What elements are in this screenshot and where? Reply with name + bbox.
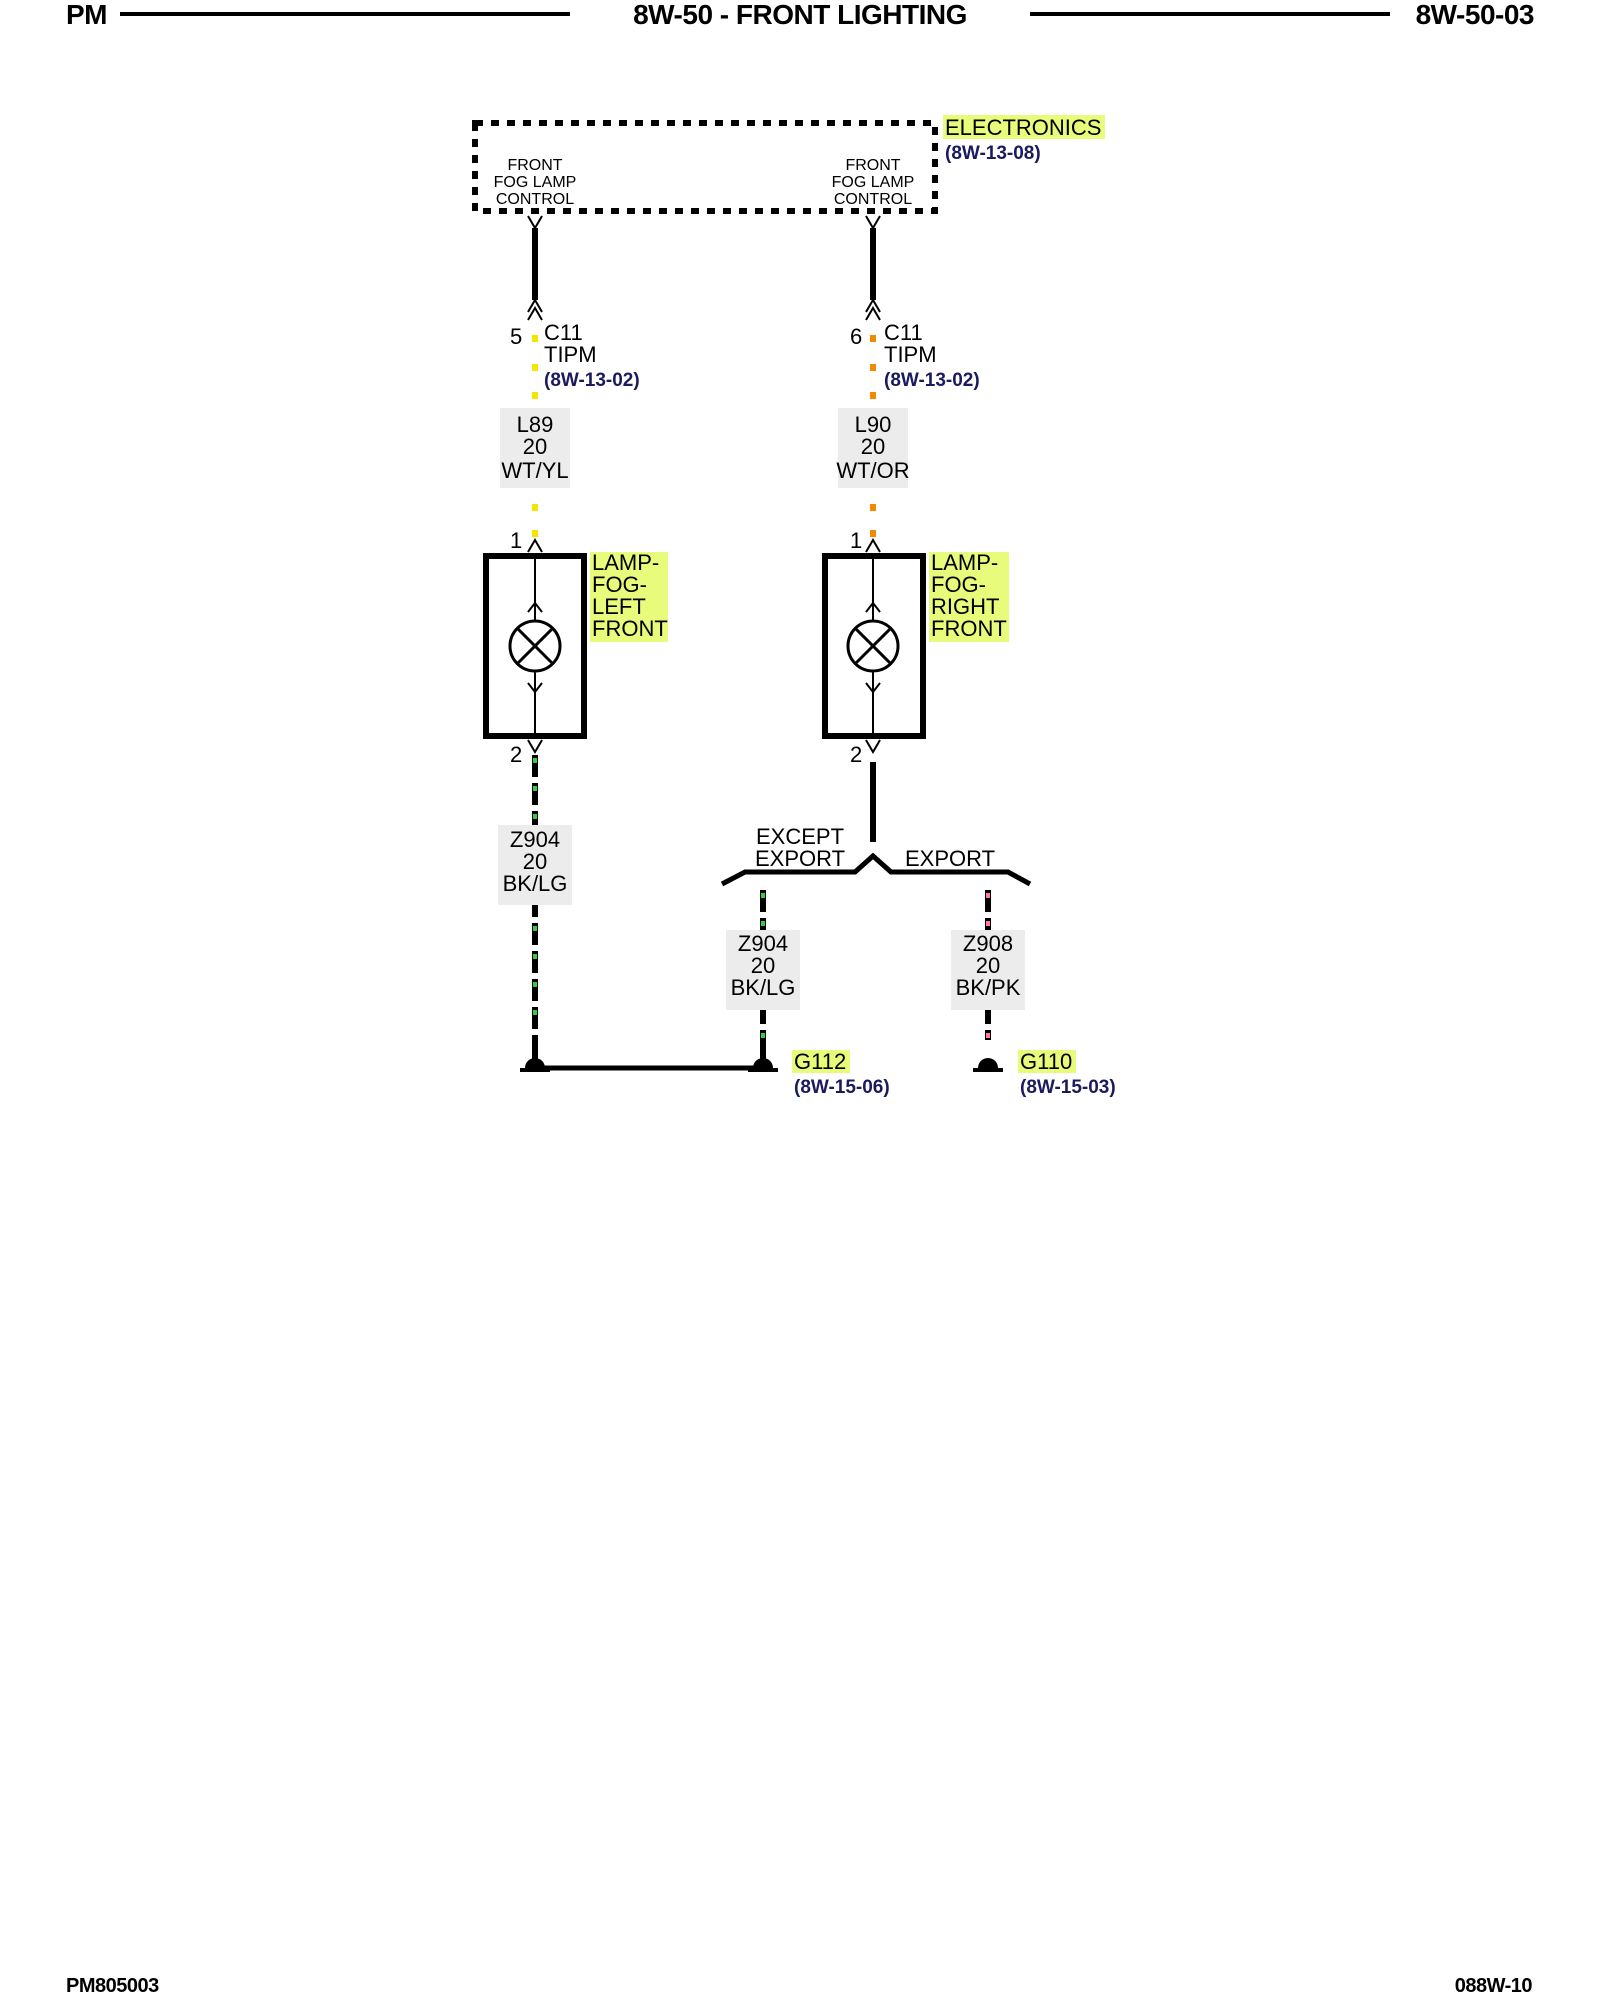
left-c11-chevron-1 bbox=[527, 298, 543, 313]
right-lamp-pin-2: 2 bbox=[850, 742, 862, 767]
right-lamp-pin-1: 1 bbox=[850, 528, 862, 553]
module-pin-right-line-2: FOG LAMP bbox=[832, 174, 915, 191]
right-c11-chevron-1 bbox=[865, 298, 881, 313]
l89-circuit: L89 bbox=[517, 412, 554, 437]
left-circuit: 5 C11 TIPM (8W-13-02) L89 20 WT/YL 1 2 L… bbox=[483, 215, 668, 1040]
right-lamp-inner-chevron-top bbox=[865, 601, 881, 613]
module-right-pin-chevron bbox=[865, 215, 881, 230]
l90-label-bg bbox=[838, 408, 908, 488]
l89-color: WT/YL bbox=[501, 458, 568, 483]
header-right: 8W-50-03 bbox=[1415, 0, 1535, 30]
left-c11-name: C11 bbox=[544, 320, 583, 345]
right-lamp-pin1-chevron bbox=[865, 538, 881, 553]
right-lamp-label-line-1: LAMP- bbox=[931, 550, 998, 575]
module-pin-left-line-2: FOG LAMP bbox=[494, 174, 577, 191]
right-c11-name: C11 bbox=[884, 320, 923, 345]
ground-g112-icon bbox=[753, 1058, 773, 1068]
option-splice-bracket bbox=[720, 852, 1032, 887]
l90-circuit: L90 bbox=[855, 412, 892, 437]
left-lamp-pin-1: 1 bbox=[510, 528, 522, 553]
z904-mid-circuit: Z904 bbox=[738, 931, 788, 956]
right-circuit: 6 C11 TIPM (8W-13-02) L90 20 WT/OR 1 2 L… bbox=[720, 215, 1032, 1040]
grounds: G112 (8W-15-06) G110 (8W-15-03) bbox=[520, 1040, 1116, 1098]
left-lamp-pin-2: 2 bbox=[510, 742, 522, 767]
ground-g110-icon bbox=[978, 1058, 998, 1068]
left-lamp-label-line-2: FOG- bbox=[592, 572, 647, 597]
right-lamp-inner-chevron-bottom bbox=[865, 682, 881, 694]
left-c11-ref: (8W-13-02) bbox=[544, 370, 640, 391]
z904-mid-gauge: 20 bbox=[751, 953, 775, 978]
splice-except-line-1: EXCEPT bbox=[756, 824, 844, 849]
footer-right: 088W-10 bbox=[1454, 1975, 1533, 1997]
electronics-highlight bbox=[943, 115, 1105, 139]
z904-left-label-bg bbox=[498, 825, 572, 905]
g110-ref: (8W-15-03) bbox=[1020, 1077, 1116, 1098]
electronics-label: ELECTRONICS bbox=[945, 115, 1101, 140]
z908-gauge: 20 bbox=[976, 953, 1000, 978]
right-c11-pin: 6 bbox=[850, 324, 862, 349]
left-lamp-inner-chevron-bottom bbox=[527, 682, 543, 694]
module-pin-left-line-3: CONTROL bbox=[496, 191, 574, 208]
left-c11-component: TIPM bbox=[544, 342, 597, 367]
header-rule-left bbox=[120, 12, 570, 16]
right-lamp-label-line-4: FRONT bbox=[931, 616, 1007, 641]
ground-g112-left-dot bbox=[525, 1058, 545, 1068]
left-lamp-pin1-chevron bbox=[527, 538, 543, 553]
right-lamp-label-line-2: FOG- bbox=[931, 572, 986, 597]
module-pin-left-line-1: FRONT bbox=[507, 157, 562, 174]
header-left: PM bbox=[66, 0, 108, 30]
z904-left-color: BK/LG bbox=[503, 871, 568, 896]
l90-wire-dots bbox=[870, 335, 876, 537]
z904-left-circuit: Z904 bbox=[510, 827, 560, 852]
left-lamp-inner-chevron-top bbox=[527, 601, 543, 613]
right-lamp-label-line-3: RIGHT bbox=[931, 594, 999, 619]
page-title: 8W-50 - FRONT LIGHTING bbox=[633, 0, 967, 30]
l90-color: WT/OR bbox=[836, 458, 909, 483]
g112-name: G112 bbox=[794, 1049, 846, 1074]
l89-label-bg bbox=[500, 408, 570, 488]
right-lamp-highlight bbox=[929, 552, 1009, 642]
electronics-module-box bbox=[472, 120, 938, 214]
z904-mid-color: BK/LG bbox=[731, 975, 796, 1000]
z908-label-bg bbox=[951, 930, 1025, 1010]
l90-gauge: 20 bbox=[861, 434, 885, 459]
left-c11-pin: 5 bbox=[510, 324, 522, 349]
right-c11-chevron-2 bbox=[865, 306, 881, 321]
g110-name: G110 bbox=[1020, 1049, 1072, 1074]
right-lamp-pin2-chevron bbox=[865, 739, 881, 754]
module-pin-right-line-3: CONTROL bbox=[834, 191, 912, 208]
header-rule-right bbox=[1030, 12, 1390, 16]
g112-ref: (8W-15-06) bbox=[794, 1077, 890, 1098]
right-c11-ref: (8W-13-02) bbox=[884, 370, 980, 391]
left-lamp-pin2-chevron bbox=[527, 739, 543, 754]
right-c11-component: TIPM bbox=[884, 342, 937, 367]
l89-wire-dots bbox=[532, 335, 538, 537]
module-pin-right-line-1: FRONT bbox=[845, 157, 900, 174]
l89-gauge: 20 bbox=[523, 434, 547, 459]
g110-highlight bbox=[1018, 1050, 1076, 1073]
z904-left-gauge: 20 bbox=[523, 849, 547, 874]
left-lamp-label-line-4: FRONT bbox=[592, 616, 668, 641]
left-lamp-label-line-1: LAMP- bbox=[592, 550, 659, 575]
left-c11-chevron-2 bbox=[527, 306, 543, 321]
electronics-ref: (8W-13-08) bbox=[945, 143, 1041, 164]
footer-left: PM805003 bbox=[66, 1975, 159, 1997]
g112-highlight bbox=[792, 1050, 850, 1073]
splice-export-label: EXPORT bbox=[905, 846, 995, 871]
z908-color: BK/PK bbox=[956, 975, 1021, 1000]
left-lamp-highlight bbox=[590, 552, 668, 642]
z904-mid-label-bg bbox=[726, 930, 800, 1010]
left-lamp-label-line-3: LEFT bbox=[592, 594, 646, 619]
splice-except-line-2: EXPORT bbox=[755, 846, 845, 871]
z908-circuit: Z908 bbox=[963, 931, 1013, 956]
module-left-pin-chevron bbox=[527, 215, 543, 230]
